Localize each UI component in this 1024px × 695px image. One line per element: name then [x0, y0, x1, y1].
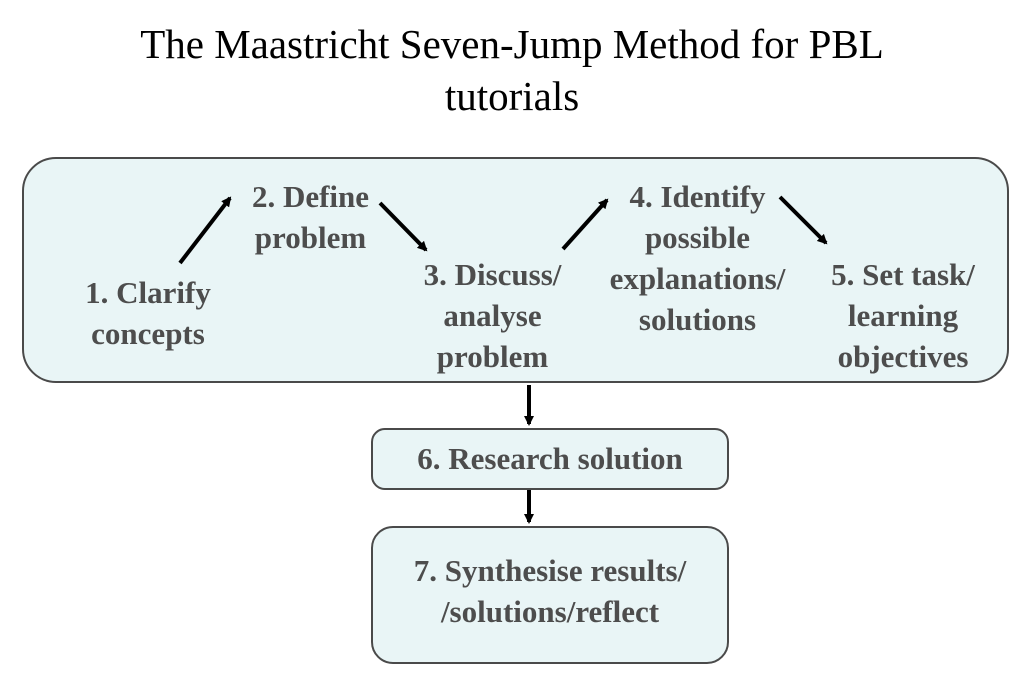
step-1-line-2: concepts: [91, 316, 205, 351]
step-1-line-1: 1. Clarify: [85, 275, 211, 310]
step-2-line-2: problem: [254, 220, 367, 255]
step-1-clarify-concepts: 1. Clarify concepts: [58, 272, 238, 354]
steps-1-5-container: [22, 157, 1009, 383]
step-4-line-4: solutions: [638, 302, 757, 337]
step-4-line-1: 4. Identify: [629, 179, 766, 214]
step-4-line-2: possible: [644, 220, 751, 255]
step-2-line-1: 2. Define: [251, 179, 370, 214]
step-7-line-2: /solutions/reflect: [440, 594, 660, 629]
step-6-box: [371, 428, 729, 490]
step-5-line-1: 5. Set task/: [831, 257, 975, 292]
step-3-discuss-analyse-problem: 3. Discuss/ analyse problem: [400, 254, 585, 377]
step-4-line-3: explanations/: [609, 261, 786, 296]
step-5-set-learning-objectives: 5. Set task/ learning objectives: [808, 254, 998, 377]
step-5-line-2: learning: [847, 298, 959, 333]
step-4-identify-explanations: 4. Identify possible explanations/ solut…: [590, 176, 805, 340]
step-2-define-problem: 2. Define problem: [228, 176, 393, 258]
page-title: The Maastricht Seven-Jump Method for PBL…: [0, 18, 1024, 122]
step-7-line-1: 7. Synthesise results/: [413, 553, 687, 588]
step-6-line-1: 6. Research solution: [417, 441, 683, 476]
step-7-synthesise-results: 7. Synthesise results/ /solutions/reflec…: [371, 550, 729, 632]
step-3-line-1: 3. Discuss/: [423, 257, 562, 292]
step-3-line-3: problem: [436, 339, 549, 374]
title-line-2: tutorials: [444, 73, 580, 119]
step-7-box: [371, 526, 729, 664]
step-3-line-2: analyse: [443, 298, 542, 333]
step-5-line-3: objectives: [837, 339, 969, 374]
step-6-research-solution: 6. Research solution: [371, 438, 729, 479]
title-line-1: The Maastricht Seven-Jump Method for PBL: [140, 21, 884, 67]
